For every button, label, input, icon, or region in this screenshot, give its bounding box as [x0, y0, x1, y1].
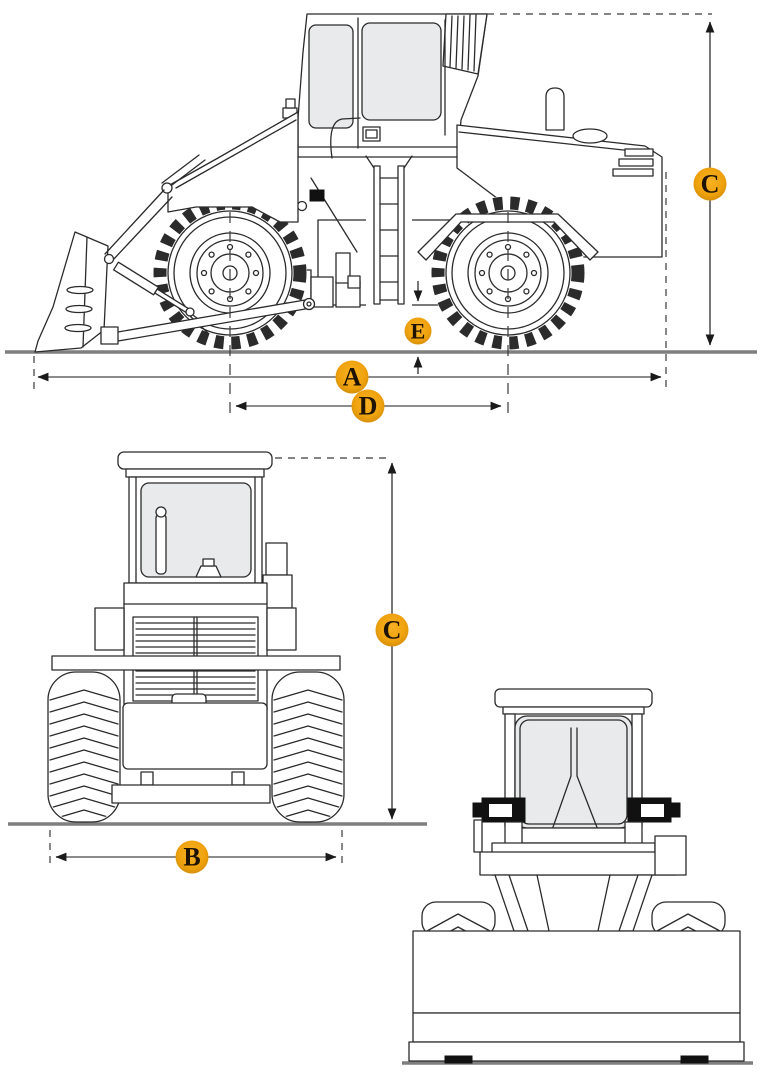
- dim-label-D: D: [351, 389, 385, 423]
- blade-view-cab: [494, 688, 653, 844]
- blade-view-frame: [473, 819, 687, 876]
- dozer-blade: [408, 930, 745, 1064]
- dim-label-D-text: D: [359, 392, 378, 421]
- dim-label-E-text: E: [411, 319, 426, 344]
- front-right-tire: [271, 671, 345, 823]
- dim-label-C-front: C: [375, 613, 409, 647]
- dim-label-C-side: C: [693, 167, 727, 201]
- windshield-wipers: [551, 727, 599, 831]
- dim-label-B-text: B: [183, 843, 200, 872]
- exhaust-pipe: [545, 87, 565, 131]
- dim-label-C-front-text: C: [383, 616, 402, 645]
- side-lift-linkage: [100, 154, 316, 345]
- front-dimensions: C B: [49, 457, 409, 874]
- dim-label-A: A: [335, 360, 369, 394]
- blade-cutting-edge: [408, 1041, 745, 1062]
- side-blade: [34, 231, 109, 353]
- blade-front-view: [402, 688, 753, 1065]
- rear-fender: [417, 213, 599, 261]
- work-lights: [472, 797, 681, 823]
- side-engine-hood: [456, 87, 663, 258]
- dim-label-C-side-text: C: [701, 170, 720, 199]
- front-body: [94, 582, 297, 711]
- air-cleaner: [572, 128, 608, 144]
- front-cab: [117, 451, 293, 609]
- side-front-chassis: [167, 111, 299, 223]
- side-view: C A D E: [5, 13, 757, 423]
- side-ladder: [365, 155, 413, 306]
- front-view: C B: [8, 451, 427, 874]
- front-lower-body: [111, 693, 271, 804]
- front-fender-bar: [51, 655, 341, 671]
- dim-label-A-text: A: [343, 363, 362, 392]
- front-left-tire: [47, 671, 121, 823]
- side-dimensions: C A D E: [33, 13, 727, 423]
- dim-label-E: E: [404, 317, 432, 345]
- hydraulic-cylinder: [112, 261, 160, 296]
- side-cab: [282, 13, 488, 159]
- dim-label-B: B: [175, 840, 209, 874]
- blade-lift-arms: [494, 874, 653, 932]
